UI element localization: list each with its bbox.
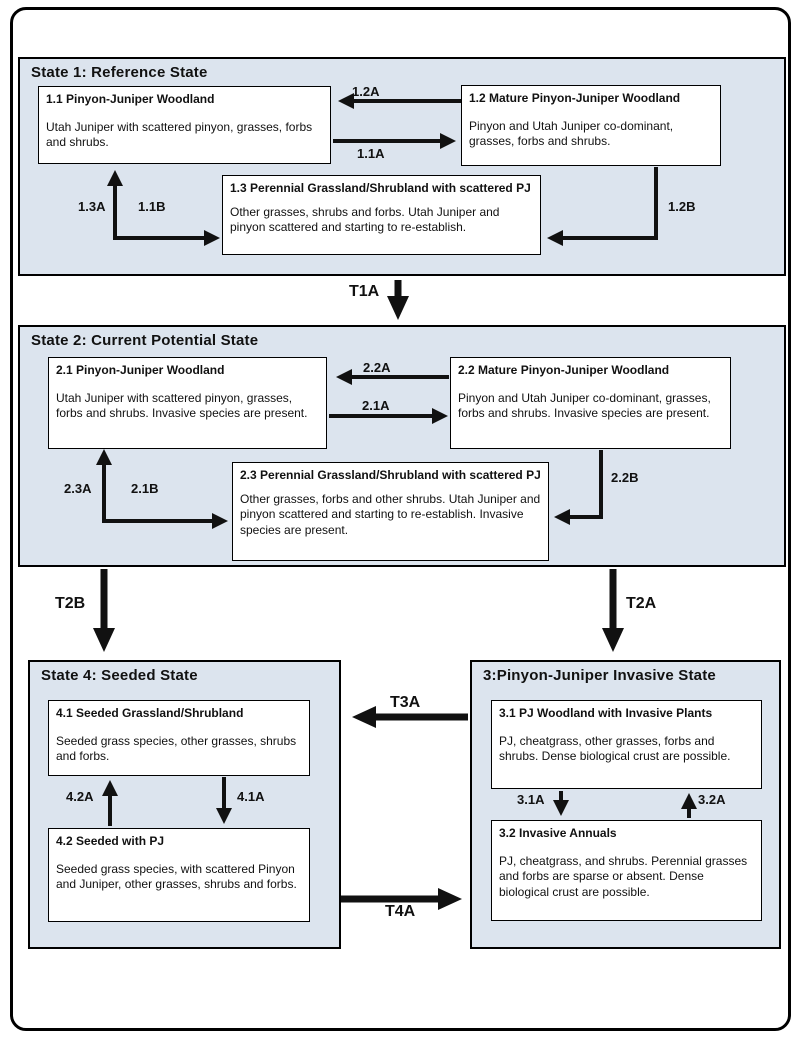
pathway-1-2B-label: 1.2B [668, 199, 696, 214]
transition-T2B-label: T2B [55, 595, 86, 612]
pathway-2-3A-2-1B-arrow [96, 449, 228, 529]
box-3-2: 3.2 Invasive Annuals PJ, cheatgrass, and… [491, 820, 762, 921]
transition-T1A-label: T1A [349, 283, 380, 300]
pathway-1-1A-label: 1.1A [357, 146, 385, 161]
state-1-title: State 1: Reference State [31, 64, 208, 81]
box-2-1: 2.1 Pinyon-Juniper Woodland Utah Juniper… [48, 357, 327, 449]
box-3-2-title: 3.2 Invasive Annuals [499, 826, 617, 840]
box-1-3: 1.3 Perennial Grassland/Shrubland with s… [222, 175, 541, 255]
box-4-1: 4.1 Seeded Grassland/Shrubland Seeded gr… [48, 700, 310, 776]
box-3-2-body: PJ, cheatgrass, and shrubs. Perennial gr… [499, 853, 748, 899]
pathway-2-2B-label: 2.2B [611, 470, 639, 485]
pathway-2-2B-arrow [554, 450, 603, 525]
pathway-1-2A-label: 1.2A [352, 84, 380, 99]
box-2-3-body: Other grasses, forbs and other shrubs. U… [240, 491, 541, 537]
box-4-2-title: 4.2 Seeded with PJ [56, 834, 165, 848]
box-3-1: 3.1 PJ Woodland with Invasive Plants PJ,… [491, 700, 762, 789]
pathway-1-2B-arrow [547, 167, 658, 246]
state-4-title: State 4: Seeded State [41, 667, 198, 684]
box-1-1-title: 1.1 Pinyon-Juniper Woodland [46, 92, 215, 106]
box-1-1-body: Utah Juniper with scattered pinyon, gras… [46, 119, 313, 150]
box-2-2: 2.2 Mature Pinyon-Juniper Woodland Pinyo… [450, 357, 731, 449]
box-2-3: 2.3 Perennial Grassland/Shrubland with s… [232, 462, 549, 561]
box-2-2-body: Pinyon and Utah Juniper co-dominant, gra… [458, 390, 711, 421]
pathway-1-3A-label: 1.3A [78, 199, 106, 214]
pathway-2-3A-label: 2.3A [64, 481, 92, 496]
pathway-1-3A-1-1B-arrow [107, 170, 220, 246]
box-4-2-body: Seeded grass species, with scattered Pin… [56, 861, 297, 892]
pathway-2-1B-label: 2.1B [131, 481, 159, 496]
pathway-3-1A-label: 3.1A [517, 792, 545, 807]
box-1-2-body: Pinyon and Utah Juniper co-dominant, gra… [469, 118, 674, 149]
pathway-4-1A-label: 4.1A [237, 789, 265, 804]
pathway-2-2A-label: 2.2A [363, 360, 391, 375]
diagram-outer-border [10, 7, 791, 1031]
box-4-1-body: Seeded grass species, other grasses, shr… [56, 733, 297, 764]
box-2-2-title: 2.2 Mature Pinyon-Juniper Woodland [458, 363, 670, 377]
state-3-title: 3:Pinyon-Juniper Invasive State [483, 667, 716, 684]
box-2-3-title: 2.3 Perennial Grassland/Shrubland with s… [240, 468, 541, 482]
box-4-1-title: 4.1 Seeded Grassland/Shrubland [56, 706, 244, 720]
box-3-1-title: 3.1 PJ Woodland with Invasive Plants [499, 706, 713, 720]
state-2-title: State 2: Current Potential State [31, 332, 259, 349]
box-2-1-body: Utah Juniper with scattered pinyon, gras… [56, 390, 308, 421]
box-4-2: 4.2 Seeded with PJ Seeded grass species,… [48, 828, 310, 922]
pathway-1-1B-label: 1.1B [138, 199, 166, 214]
transition-T2A-label: T2A [626, 595, 657, 612]
pathway-4-2A-label: 4.2A [66, 789, 94, 804]
transition-T3A-label: T3A [390, 694, 421, 711]
box-1-2-title: 1.2 Mature Pinyon-Juniper Woodland [469, 91, 681, 105]
box-2-1-title: 2.1 Pinyon-Juniper Woodland [56, 363, 225, 377]
box-3-1-body: PJ, cheatgrass, other grasses, forbs and… [499, 733, 731, 764]
box-1-3-body: Other grasses, shrubs and forbs. Utah Ju… [230, 204, 500, 235]
transition-T4A-label: T4A [385, 903, 416, 920]
pathway-3-2A-label: 3.2A [698, 792, 726, 807]
box-1-1: 1.1 Pinyon-Juniper Woodland Utah Juniper… [38, 86, 331, 164]
box-1-2: 1.2 Mature Pinyon-Juniper Woodland Pinyo… [461, 85, 721, 166]
box-1-3-title: 1.3 Perennial Grassland/Shrubland with s… [230, 181, 531, 195]
pathway-2-1A-label: 2.1A [362, 398, 390, 413]
